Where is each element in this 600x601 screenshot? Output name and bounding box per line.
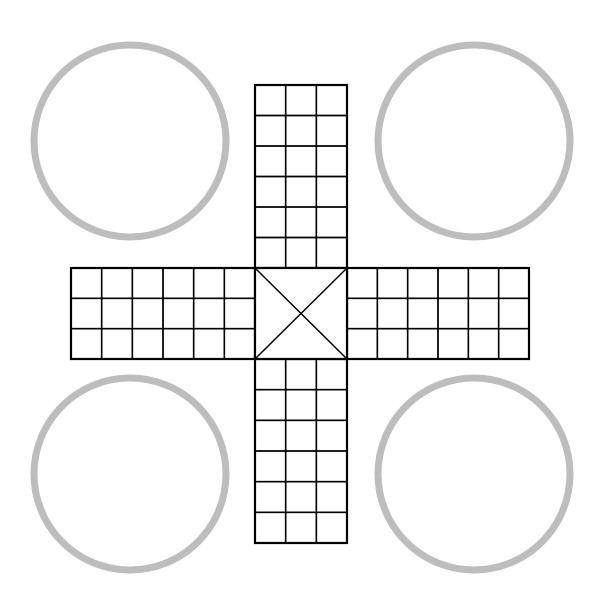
home-area-bottom-left bbox=[30, 374, 230, 574]
home-area-top-right bbox=[374, 41, 574, 241]
arm-bottom bbox=[253, 357, 349, 545]
home-areas bbox=[30, 41, 574, 574]
center-diagonal-line bbox=[254, 267, 348, 360]
center-square bbox=[253, 266, 349, 361]
home-area-top-left bbox=[30, 41, 230, 241]
home-area-bottom-right bbox=[374, 374, 574, 574]
